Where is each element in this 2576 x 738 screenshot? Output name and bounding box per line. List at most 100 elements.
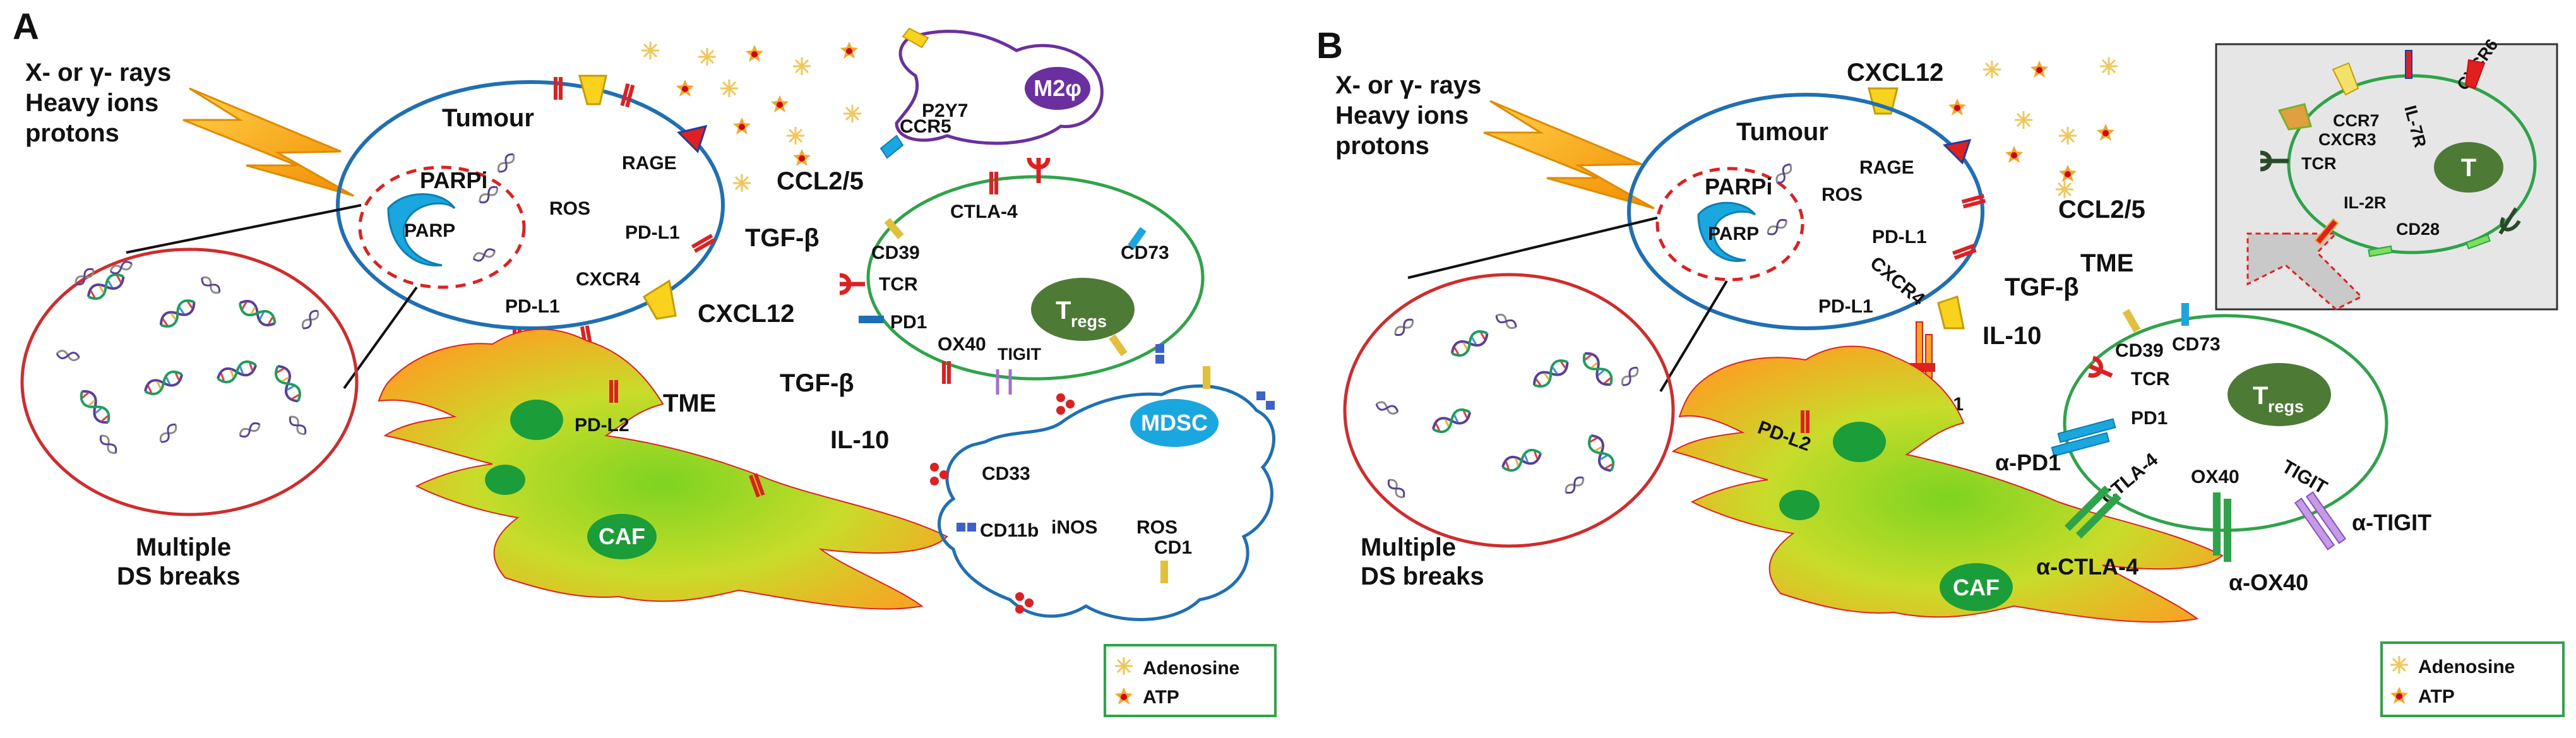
caf-b-nucleus-1: [1833, 422, 1886, 462]
panel-b-letter: B: [1316, 25, 1343, 66]
treg-label-sub: regs: [1071, 312, 1107, 331]
inset-il2r-receptor-icon: [2314, 218, 2339, 246]
treg-cell-membrane: [866, 175, 1205, 381]
cd73-b-receptor-icon: [2181, 303, 2189, 326]
zoom-b-line-top: [1407, 217, 1658, 279]
treg-badge: [1031, 278, 1135, 341]
membrane-receptor-icon-2: [554, 77, 563, 100]
anti-ox40-label: α-OX40: [2229, 569, 2308, 595]
anti-tigit-label: α-TIGIT: [2352, 509, 2431, 535]
inset-cd28-receptor-icon: [2368, 245, 2393, 258]
adenosine-icon: [640, 40, 660, 61]
legend-b-adenosine-label: Adenosine: [2418, 657, 2515, 677]
adenosine-icon: [2013, 110, 2034, 130]
panel-a-radiation-line3: protons: [25, 119, 119, 147]
il10-b-label: IL-10: [1983, 322, 2041, 350]
anti-pd1-label: α-PD1: [1995, 449, 2061, 475]
atp-icon: [746, 45, 763, 62]
parp-b-label: PARP: [1708, 223, 1759, 244]
nucleus-b-dna-2: [1765, 216, 1790, 238]
inset-cd28-label: CD28: [2396, 220, 2440, 239]
inset-tcr-label: TCR: [2301, 154, 2337, 173]
cxcr4-b-label: CXCR4: [1866, 253, 1929, 310]
anti-tigit-antibody-icon: [2294, 491, 2347, 551]
tcr-b-label: TCR: [2131, 369, 2170, 390]
membrane-yellow-receptor-icon: [578, 74, 607, 105]
parpi-label: PARPi: [420, 167, 487, 193]
inos-label: iNOS: [1051, 517, 1097, 538]
parpi-b-label: PARPi: [1705, 174, 1772, 199]
cd33-ligand-icon: [930, 463, 948, 485]
nucleus-b-dna-1: [1773, 161, 1795, 186]
panel-b: B X- or γ- rays Heavy ions protons CXCL1…: [1316, 25, 2565, 717]
zoom-line-top: [126, 204, 362, 254]
ctla4-b-label: CTLA-4: [2097, 449, 2162, 508]
ds-breaks-label-1: Multiple: [136, 533, 231, 561]
nucleus-dna-2: [494, 151, 518, 176]
pdl1-bottom-label: PD-L1: [505, 296, 560, 317]
tumour-label: Tumour: [442, 104, 534, 132]
rage-label: RAGE: [622, 153, 677, 174]
red-ligand-icon: [1027, 157, 1051, 183]
legend-box-a: [1104, 644, 1277, 717]
panel-b-radiation-line1: X- or γ- rays: [1335, 71, 1481, 99]
inset-cxcr6-receptor-icon: [2464, 59, 2486, 90]
mdsc-cell: [938, 384, 1275, 621]
ox40-b-label: OX40: [2191, 467, 2239, 487]
caf-nucleus-1: [510, 400, 563, 440]
parp-enzyme-icon: [387, 193, 456, 267]
caf-badge: [587, 514, 657, 559]
adenosine-icon: [785, 126, 806, 146]
cd39-b-receptor-icon: [2122, 309, 2141, 333]
adenosine-icon: [2099, 56, 2119, 76]
rage-receptor-icon: [677, 124, 708, 153]
atp-icon: [2030, 61, 2048, 78]
parp-b-enzyme-icon: [1697, 201, 1756, 262]
caf-cell: [378, 328, 948, 610]
zoom-b-line-bottom: [1659, 280, 1728, 393]
cd1-label: CD1: [1154, 537, 1192, 558]
tigit-label: TIGIT: [998, 345, 1041, 364]
tcr-b-receptor-icon: [2088, 355, 2113, 378]
adenosine-icon: [792, 56, 812, 76]
pd1-b-label: PD1: [2131, 408, 2168, 429]
cd1-receptor-icon: [1160, 561, 1168, 583]
panel-a-letter: A: [13, 6, 39, 47]
tme-label: TME: [663, 390, 716, 417]
p2y7-label: P2Y7: [922, 100, 968, 121]
tumour-b-label: Tumour: [1736, 118, 1828, 146]
nucleus-dna-3: [471, 246, 498, 264]
cd33-label: CD33: [982, 463, 1030, 484]
legend-a-atp-label: ATP: [1143, 687, 1179, 708]
legend-box-b: [2380, 641, 2565, 717]
atp-icon: [2097, 124, 2114, 141]
adenosine-icon: [697, 47, 717, 67]
atp-icon: [771, 95, 789, 112]
mdsc-label: MDSC: [1141, 410, 1208, 436]
pdl1-b-top-label: PD-L1: [1872, 227, 1927, 247]
atp-icon: [1948, 98, 1966, 116]
ctla4-label: CTLA-4: [950, 201, 1018, 222]
panel-a-radiation-line1: X- or γ- rays: [25, 59, 171, 86]
cd39-b-label: CD39: [2115, 340, 2164, 361]
cxcl12-label: CXCL12: [698, 300, 794, 328]
il10-label: IL-10: [830, 426, 889, 454]
ds-breaks-b-circle: [1343, 273, 1675, 548]
m2-badge: [1025, 67, 1090, 110]
atp-icon: [676, 80, 694, 97]
ds-breaks-label-2: DS breaks: [117, 562, 241, 590]
adenosine-icon: [2054, 179, 2075, 199]
mdsc-top-ligand-icon: [1056, 393, 1075, 415]
treg-b-label-main: T: [2253, 382, 2268, 410]
caf-b-nucleus-2: [1779, 490, 1820, 520]
pdl1-b-top-receptor-icon: [1952, 244, 1977, 260]
p2y7-receptor-icon: [902, 27, 929, 49]
nucleus-dashed: [358, 165, 526, 289]
mdsc-right-receptor-icon: [1256, 391, 1275, 410]
mdsc-bottom-ligand-icon: [1015, 592, 1034, 614]
ctla4-receptor-icon: [989, 172, 998, 194]
ros-b-label: ROS: [1822, 184, 1863, 205]
nucleus-b-dashed: [1655, 167, 1804, 282]
legend-b-atp-label: ATP: [2418, 686, 2455, 707]
